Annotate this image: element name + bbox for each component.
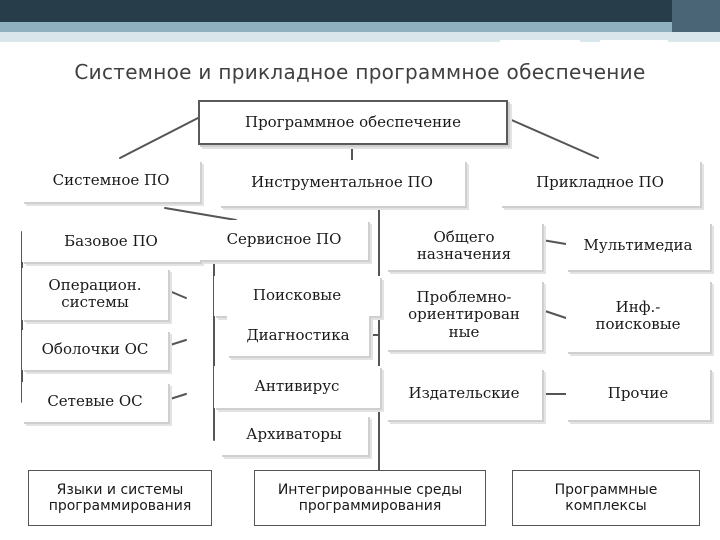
tool-item-search: Поисковые: [214, 276, 380, 316]
header-accent: [600, 40, 668, 43]
applied-item-multimedia: Мультимедиа: [566, 222, 710, 270]
connector-root-applied: [506, 117, 599, 159]
applied-item-info-search: Инф.-поисковые: [566, 280, 710, 352]
system-item-base: Базовое ПО: [22, 222, 200, 262]
system-item-os: Операцион. системы: [22, 268, 168, 320]
system-item-shell: Оболочки ОС: [22, 330, 168, 370]
header-bar-corner: [672, 0, 720, 32]
bottom-ide: Интегрированные среды программирования: [254, 470, 486, 526]
tool-item-antivirus: Антивирус: [214, 366, 380, 408]
connector-shell-tick: [166, 339, 187, 347]
header-accent: [500, 40, 580, 43]
tool-item-service: Сервисное ПО: [200, 220, 368, 260]
connector-system-service: [164, 207, 237, 221]
header-bar: [0, 0, 720, 46]
connector-general-multimedia: [541, 239, 567, 245]
applied-item-publishing: Издательские: [386, 368, 542, 420]
header-bar-light: [0, 32, 720, 42]
header-bar-teal: [0, 22, 720, 32]
bottom-packages: Программные комплексы: [512, 470, 700, 526]
header-bar-dark: [0, 0, 720, 22]
system-item-network: Сетевые ОС: [22, 382, 168, 422]
category-tool: Инструментальное ПО: [219, 160, 465, 206]
tool-item-archivers: Архиваторы: [220, 415, 368, 455]
applied-item-problem-oriented: Проблемно-ориентирован ные: [386, 280, 542, 350]
category-applied: Прикладное ПО: [500, 160, 700, 206]
connector-network-tick: [166, 393, 187, 401]
root-node: Программное обеспечение: [198, 100, 508, 145]
applied-item-other: Прочие: [566, 368, 710, 420]
applied-item-general: Общего назначения: [386, 222, 542, 270]
connector-problem-search: [541, 309, 567, 319]
category-system: Системное ПО: [22, 160, 200, 202]
bottom-languages: Языки и системы программирования: [28, 470, 212, 526]
connector-root-system: [119, 117, 199, 159]
tool-item-diagnostics: Диагностика: [227, 316, 369, 356]
page-title: Системное и прикладное программное обесп…: [74, 60, 646, 84]
connector-os-tick: [166, 289, 187, 299]
